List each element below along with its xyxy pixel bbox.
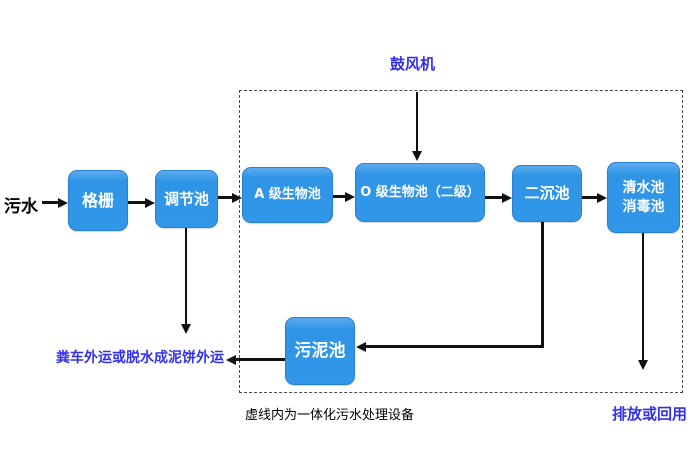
arrowhead-left-icon <box>356 341 366 352</box>
arrowhead-right-icon <box>58 197 68 208</box>
node-secondary-sedimentation-label: 二沉池 <box>524 184 570 203</box>
node-sludge-tank-label: 污泥池 <box>294 340 346 361</box>
disinfection-label: 消毒池 <box>622 198 665 215</box>
arrowhead-right-icon <box>597 192 607 203</box>
arrowhead-right-icon <box>345 191 355 202</box>
arrowhead-right-icon <box>145 197 155 208</box>
node-grid-label: 格栅 <box>81 190 114 210</box>
arrowhead-down-icon <box>412 151 422 161</box>
clear-water-label: 清水池 <box>622 179 665 196</box>
dashed-box-caption: 虚线内为一体化污水处理设备 <box>245 408 415 423</box>
node-grid: 格栅 <box>68 170 128 231</box>
arrowhead-left-icon <box>226 354 236 365</box>
discharge-label: 排放或回用 <box>612 405 688 423</box>
node-o-bio-tank-label: O 级生物池（二级） <box>360 184 480 200</box>
node-sludge-tank: 污泥池 <box>285 317 355 385</box>
node-regulating-tank: 调节池 <box>155 170 218 228</box>
node-a-bio-tank-label: A 级生物池 <box>254 187 321 203</box>
node-o-bio-tank: O 级生物池（二级） <box>355 163 485 222</box>
blower-label: 鼓风机 <box>390 55 436 73</box>
arrowhead-down-icon <box>181 324 191 334</box>
arrowhead-down-icon <box>638 360 648 370</box>
sludge-disposal-label: 粪车外运或脱水成泥饼外运 <box>56 350 224 366</box>
equipment-dashed-boundary <box>239 90 683 393</box>
node-a-bio-tank: A 级生物池 <box>242 167 333 223</box>
node-secondary-sedimentation-tank: 二沉池 <box>512 165 582 222</box>
node-clear-water-disinfection-tank: 清水池 消毒池 <box>607 162 680 233</box>
node-regulating-tank-label: 调节池 <box>163 189 209 208</box>
arrowhead-right-icon <box>232 192 242 203</box>
source-label: 污水 <box>4 197 38 217</box>
arrowhead-right-icon <box>502 192 512 203</box>
